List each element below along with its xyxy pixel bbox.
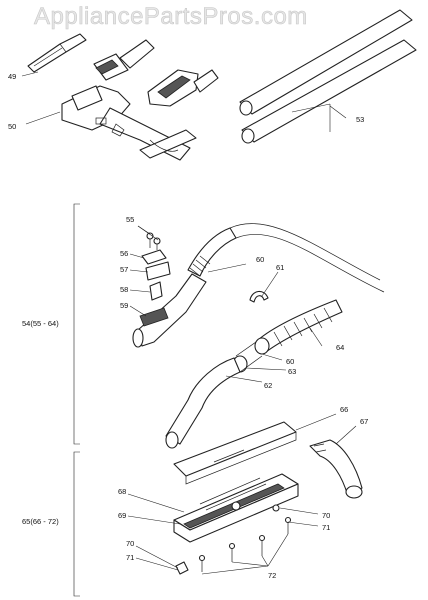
callout-70-left: 70	[126, 539, 134, 548]
callout-71-left: 71	[126, 553, 134, 562]
latch-part	[149, 281, 163, 301]
callout-70-right: 70	[322, 511, 330, 520]
hose-handle-part	[132, 273, 207, 348]
callout-56: 56	[120, 249, 128, 258]
nozzle-cover-part	[173, 421, 297, 485]
hose-upper-part	[187, 223, 385, 293]
callout-72: 72	[268, 571, 276, 580]
hose-ring-part	[249, 290, 269, 303]
callout-67: 67	[360, 417, 368, 426]
watermark-text: AppliancePartsPros.com	[34, 3, 308, 30]
elbow-part	[309, 439, 363, 499]
callout-53: 53	[356, 115, 364, 124]
tool-caddy-part	[61, 85, 197, 161]
callout-57: 57	[120, 265, 128, 274]
callout-66: 66	[340, 405, 348, 414]
callout-63: 63	[288, 367, 296, 376]
group-callout-upper: 54(55 - 64)	[22, 319, 59, 328]
crevice-tool-part	[27, 33, 87, 73]
callout-64: 64	[336, 343, 344, 352]
callout-68: 68	[118, 487, 126, 496]
clip-part	[141, 249, 167, 265]
curved-tube-part	[165, 357, 241, 449]
callout-71-right: 71	[322, 523, 330, 532]
group-callout-lower: 65(66 - 72)	[22, 517, 59, 526]
dusting-brush-part	[93, 39, 155, 81]
hose-cuff-part	[145, 261, 171, 281]
hose-lower-part	[254, 299, 343, 355]
callout-59: 59	[120, 301, 128, 310]
screw-part	[175, 504, 292, 575]
callout-55: 55	[126, 215, 134, 224]
extension-wand-part-b	[241, 39, 417, 144]
callout-60-upper: 60	[256, 255, 264, 264]
callout-58: 58	[120, 285, 128, 294]
callout-50: 50	[8, 122, 16, 131]
callout-60-lower: 60	[286, 357, 294, 366]
callout-69: 69	[118, 511, 126, 520]
callout-61: 61	[276, 263, 284, 272]
nozzle-base-part	[173, 473, 299, 543]
callout-62: 62	[264, 381, 272, 390]
upholstery-tool-part	[147, 69, 219, 107]
screw-part	[146, 232, 161, 250]
extension-wand-part-a	[239, 9, 413, 116]
callout-49: 49	[8, 72, 16, 81]
